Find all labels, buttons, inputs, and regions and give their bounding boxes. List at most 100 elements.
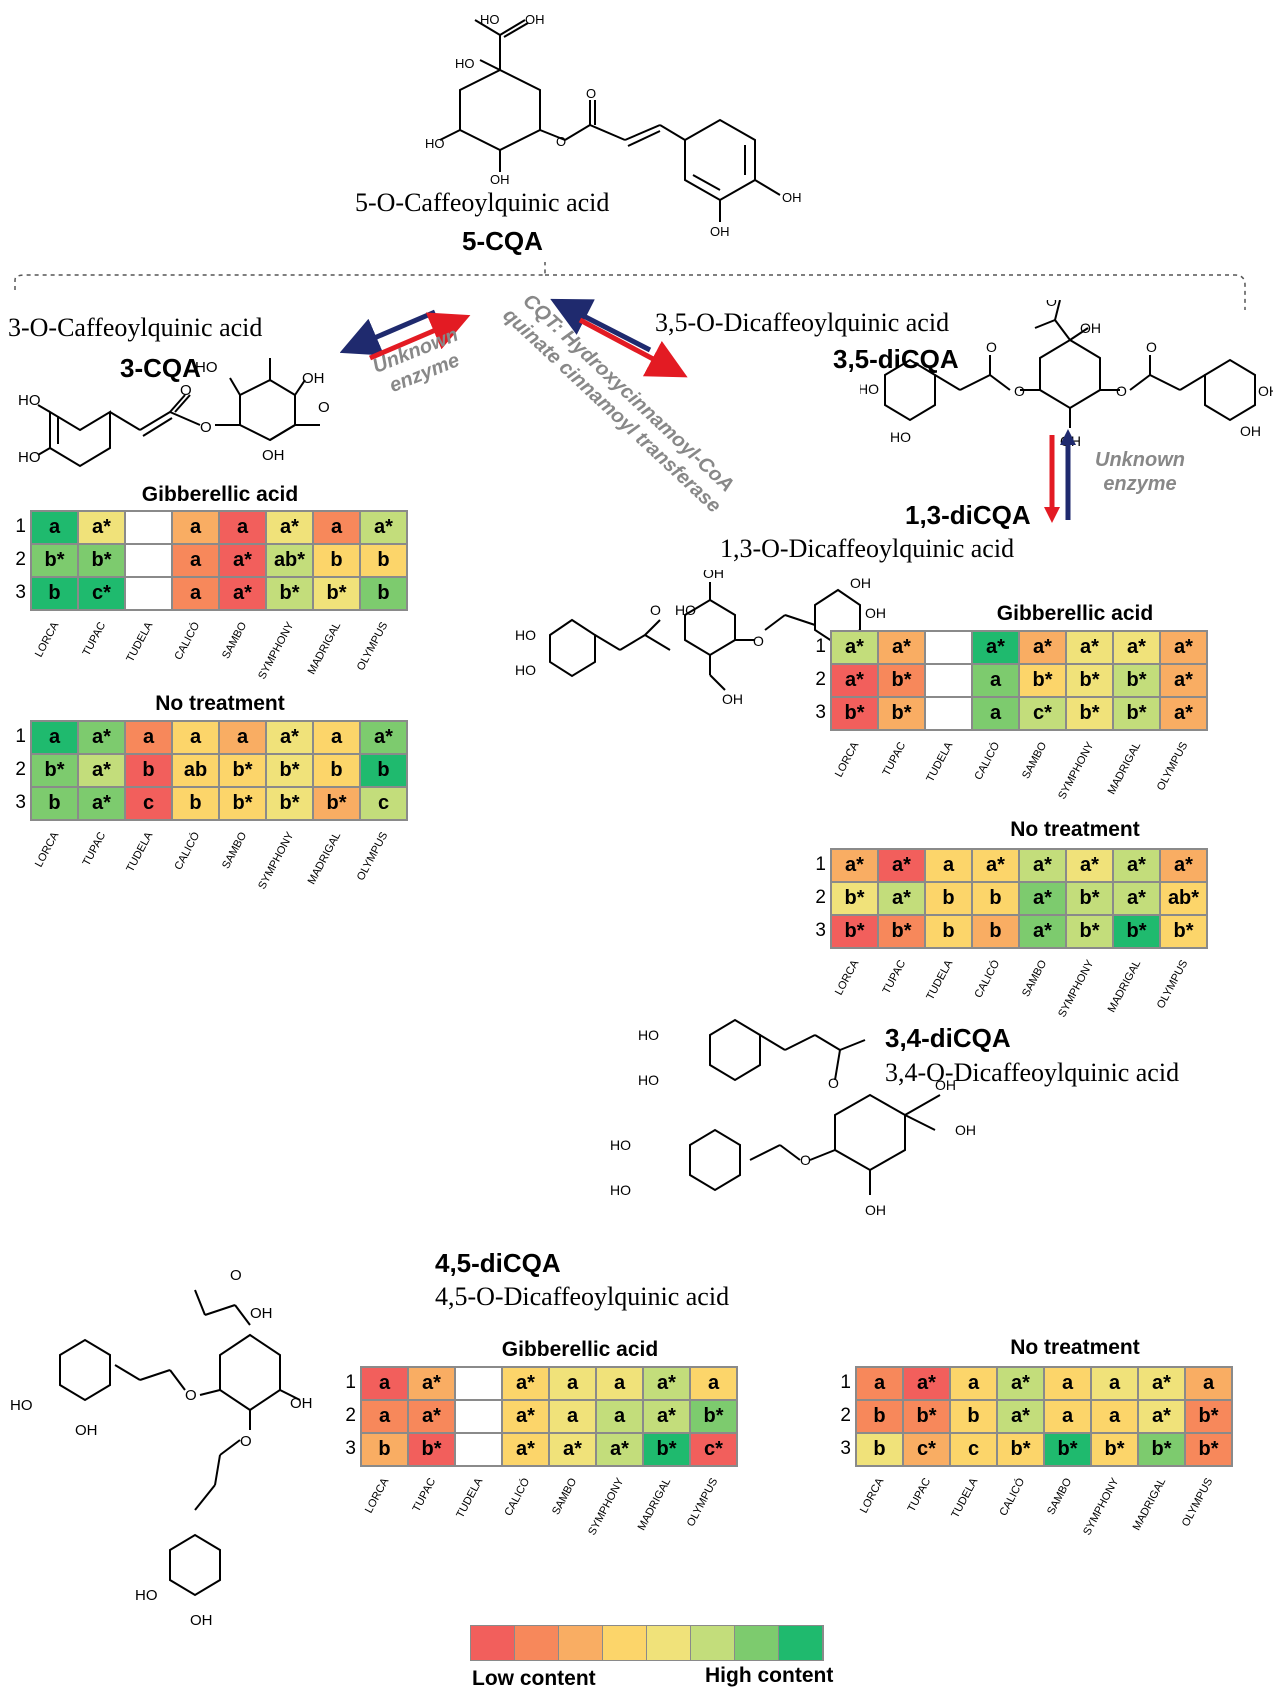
legend-high-label: High content — [705, 1664, 834, 1687]
heatmap-cell: a* — [596, 1433, 643, 1466]
heatmap-cell: b — [925, 882, 972, 915]
row-label: 1 — [815, 854, 826, 875]
svg-text:HO: HO — [610, 1137, 631, 1153]
dicqa35-name: 3,5-O-Dicaffeoylquinic acid — [655, 308, 950, 337]
svg-text:HO: HO — [18, 449, 41, 466]
heatmap-cell: a* — [1019, 915, 1066, 948]
heatmap-cell: a* — [1138, 1367, 1185, 1400]
legend-swatch — [691, 1626, 735, 1660]
heatmap-cell: ab* — [1160, 882, 1207, 915]
heatmap-cell: ab — [172, 754, 219, 787]
enzyme-right-label: Unknown enzyme — [1095, 449, 1185, 495]
cqa5-abbr: 5-CQA — [462, 226, 543, 256]
row-label: 1 — [15, 726, 26, 747]
structure-5cqa: HO OH HO HO OH O O OH OH — [14, 12, 1246, 310]
svg-text:OH: OH — [1240, 423, 1261, 439]
heatmap-cell: a* — [878, 849, 925, 882]
heatmap-cell: b* — [1185, 1400, 1232, 1433]
heatmap-cell: a* — [831, 849, 878, 882]
svg-text:O: O — [800, 1152, 811, 1168]
heatmap-cell: a — [361, 1367, 408, 1400]
heatmap-cell: a* — [78, 787, 125, 820]
heatmap-cell: a* — [903, 1367, 950, 1400]
column-label: SAMBO — [1044, 1476, 1074, 1517]
legend-swatch — [735, 1626, 779, 1660]
heatmap-cell — [925, 697, 972, 730]
svg-text:OH: OH — [703, 570, 724, 581]
svg-text:HO: HO — [675, 602, 696, 618]
heatmap-cell: c* — [78, 577, 125, 610]
heatmap-cell: a* — [78, 721, 125, 754]
heatmap-cell: b* — [31, 754, 78, 787]
row-label: 1 — [815, 636, 826, 657]
svg-text:HO: HO — [638, 1027, 659, 1043]
svg-text:OH: OH — [262, 447, 285, 464]
column-label: OLYMPUS — [1179, 1476, 1215, 1529]
heatmap-cell — [455, 1367, 502, 1400]
row-label: 2 — [815, 669, 826, 690]
column-label: SAMBO — [219, 620, 249, 661]
heatmap-cell: b* — [1066, 697, 1113, 730]
svg-text:O: O — [986, 339, 997, 355]
heatmap-cell: a* — [1019, 882, 1066, 915]
column-label: TUDELA — [453, 1476, 485, 1521]
heatmap-cell — [455, 1400, 502, 1433]
svg-text:OH: OH — [302, 370, 325, 387]
column-label: CALICÓ — [971, 740, 1002, 782]
cqa3-abbr: 3-CQA — [120, 353, 201, 383]
row-label: 2 — [345, 1405, 356, 1426]
heatmap-cell: a — [172, 577, 219, 610]
svg-text:OH: OH — [75, 1422, 98, 1439]
heatmap-cell: a — [596, 1367, 643, 1400]
heatmap-cell: a* — [78, 754, 125, 787]
svg-text:OH: OH — [258, 350, 281, 354]
heatmap-cell: b — [172, 787, 219, 820]
heatmap-cell: c* — [903, 1433, 950, 1466]
svg-text:HO: HO — [638, 1072, 659, 1088]
column-label: LORCA — [857, 1476, 886, 1516]
heatmap-cell: b — [360, 544, 407, 577]
svg-text:O: O — [1146, 339, 1157, 355]
heatmap-cell: a* — [878, 882, 925, 915]
heatmap-cell: a — [1185, 1367, 1232, 1400]
heatmap-cell: b* — [408, 1433, 455, 1466]
heatmap-cell: b — [360, 577, 407, 610]
heatmap-cell — [125, 511, 172, 544]
svg-text:OH: OH — [935, 1077, 956, 1093]
column-label: TUDELA — [948, 1476, 980, 1521]
column-label: MADRIGAL — [305, 830, 343, 887]
heatmap-cell: a* — [1160, 697, 1207, 730]
column-label: CALICÓ — [171, 620, 202, 662]
row-label: 2 — [840, 1405, 851, 1426]
heatmap-cell: c — [950, 1433, 997, 1466]
row-label: 2 — [815, 887, 826, 908]
heatmap-cell: a* — [266, 721, 313, 754]
column-label: SYMPHONY — [1055, 958, 1096, 1020]
heatmap-cell — [455, 1433, 502, 1466]
svg-text:O: O — [318, 399, 330, 416]
heatmap-cell: c — [360, 787, 407, 820]
heatmap-cell: a* — [972, 631, 1019, 664]
row-label: 3 — [815, 702, 826, 723]
column-label: SAMBO — [219, 830, 249, 871]
heatmap-cell: b* — [1044, 1433, 1091, 1466]
column-label: SYMPHONY — [255, 830, 296, 892]
structure-45dicqa: OH OH HO OH HO OH O O O — [10, 1270, 313, 1629]
structure-3cqa: HO HO HO OH OH O OH O O — [18, 350, 330, 468]
heatmap-cell: a — [950, 1367, 997, 1400]
heatmap-cell: b* — [1160, 915, 1207, 948]
heatmap-cell: b* — [1019, 664, 1066, 697]
structure-13dicqa: HO HO O HO OH OH O OH OH — [515, 570, 886, 707]
heatmap-cell: a — [690, 1367, 737, 1400]
heatmap-cell: a — [972, 664, 1019, 697]
legend-swatch — [647, 1626, 691, 1660]
svg-text:OH: OH — [1080, 320, 1101, 336]
heatmap-cell: a* — [549, 1433, 596, 1466]
heatmap-cell: a* — [266, 511, 313, 544]
column-label: SYMPHONY — [585, 1476, 626, 1538]
heatmap-cell: a* — [1138, 1400, 1185, 1433]
